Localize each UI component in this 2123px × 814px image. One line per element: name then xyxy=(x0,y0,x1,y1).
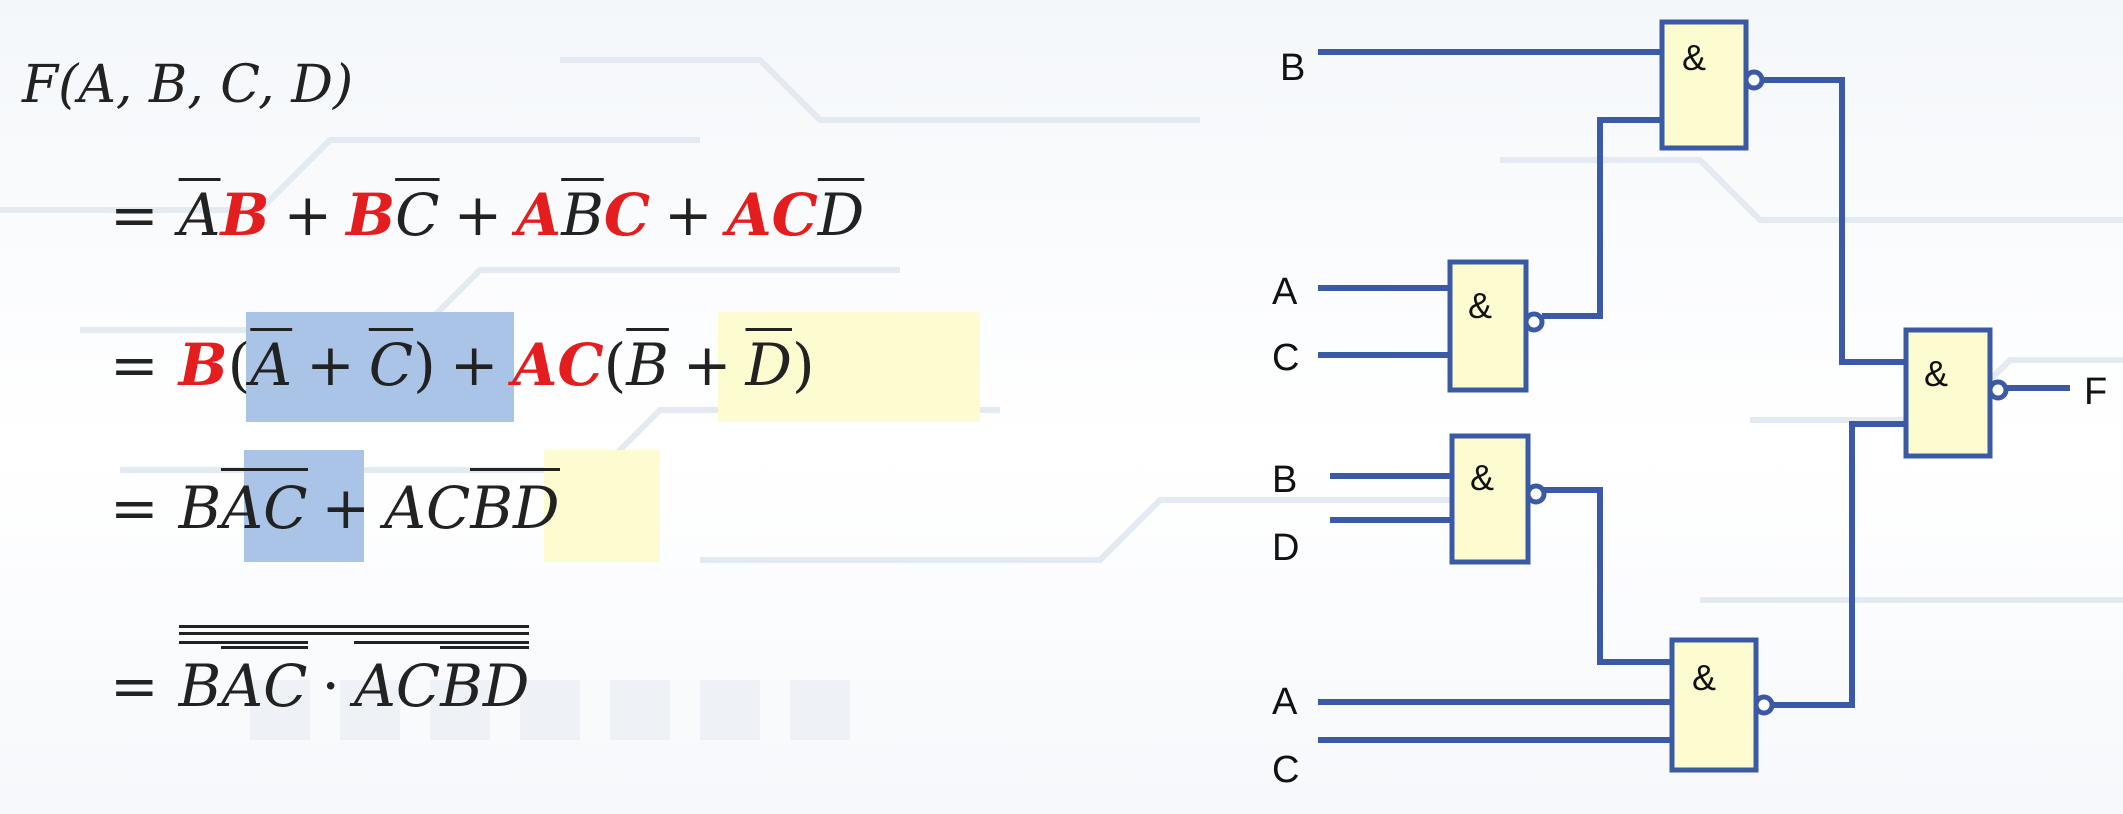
var-a-red: A xyxy=(726,181,772,249)
var-a-bar: A xyxy=(250,331,293,399)
var-c-bar: C xyxy=(368,331,414,399)
bg-trace xyxy=(700,497,1500,563)
var-b-red: B xyxy=(178,331,228,399)
nand-bd-group: BD xyxy=(470,468,560,543)
input-label-b: B xyxy=(1272,459,1297,501)
var-c: C xyxy=(426,474,471,542)
var-b-red: B xyxy=(346,181,396,249)
var-c-red: C xyxy=(771,181,818,249)
plus-sign: + xyxy=(449,331,499,399)
input-label-c: C xyxy=(1272,337,1299,379)
wire-gate3-to-gate4 xyxy=(1542,487,1672,665)
input-label-c: C xyxy=(1272,749,1299,791)
bg-pad xyxy=(250,680,310,740)
var-b-bar: B xyxy=(626,331,669,399)
var-a-red: A xyxy=(516,181,562,249)
var-b: B xyxy=(178,474,222,542)
nand-gate-2: & xyxy=(1447,259,1545,393)
plus-sign: + xyxy=(321,474,371,542)
bg-pad xyxy=(610,680,670,740)
var-d: D xyxy=(513,474,560,542)
nand-gate-5: & xyxy=(1903,327,2009,459)
paren-close: ) xyxy=(792,331,815,399)
gate-symbol: & xyxy=(1470,457,1494,498)
equals-sign: = xyxy=(110,181,159,249)
formula-header-text: F(A, B, C, D) xyxy=(22,55,354,115)
var-a-red: A xyxy=(512,331,558,399)
var-d: D xyxy=(482,652,530,720)
formula-header: F(A, B, C, D) xyxy=(22,50,353,120)
formula-line-2: =B(A+C)+AC(B+D) xyxy=(110,330,815,400)
var-a: A xyxy=(353,652,396,720)
var-a: A xyxy=(221,652,264,720)
highlight-blue-1 xyxy=(246,312,514,422)
boolean-derivation: F(A, B, C, D) =AB+BC+ABC+ACD =B(A+C)+AC(… xyxy=(22,50,980,721)
wire-gate1-to-gate5 xyxy=(1762,77,1906,365)
var-b: B xyxy=(470,474,514,542)
var-b-bar: B xyxy=(561,181,604,249)
var-a-bar: A xyxy=(178,181,221,249)
bg-trace xyxy=(0,137,700,213)
double-negation-group: BAC·ACBD xyxy=(178,625,530,721)
equals-sign: = xyxy=(110,474,159,542)
plus-sign: + xyxy=(453,181,503,249)
nand-gate-3: & xyxy=(1449,433,1547,565)
wire-gate4-to-gate5 xyxy=(1772,421,1906,708)
dot-operator: · xyxy=(321,652,340,720)
var-c: C xyxy=(395,652,441,720)
var-d-bar: D xyxy=(745,331,792,399)
nand-ac-group: AC xyxy=(221,468,308,543)
bg-pad xyxy=(520,680,580,740)
output-label-f: F xyxy=(2084,371,2107,413)
nand-b-ac-group: BAC xyxy=(178,641,308,721)
gate-symbol: & xyxy=(1692,657,1716,698)
wire-gate2-to-gate1 xyxy=(1542,117,1662,319)
formula-line-4: =BAC·ACBD xyxy=(110,625,530,721)
paren-close: ) xyxy=(413,331,436,399)
bg-pad xyxy=(340,680,400,740)
bg-pad xyxy=(700,680,760,740)
var-b: B xyxy=(178,652,222,720)
gate-symbol: & xyxy=(1682,37,1706,78)
plus-sign: + xyxy=(663,181,713,249)
bg-trace xyxy=(560,57,1200,123)
nand-gate-1: & xyxy=(1659,19,1765,151)
formula-line-1: =AB+BC+ABC+ACD xyxy=(110,180,864,250)
var-b: B xyxy=(440,652,483,720)
nand-ac-bd-group: ACBD xyxy=(353,641,530,721)
var-c: C xyxy=(263,474,308,542)
nand-gate-4: & xyxy=(1669,637,1775,773)
paren-open: ( xyxy=(603,331,627,399)
plus-sign: + xyxy=(682,331,732,399)
input-label-a: A xyxy=(1272,271,1298,313)
var-b-red: B xyxy=(220,181,270,249)
equals-sign: = xyxy=(110,652,159,720)
bg-pad xyxy=(790,680,850,740)
highlight-yellow-1 xyxy=(718,312,980,422)
var-c-bar: C xyxy=(395,181,440,249)
plus-sign: + xyxy=(306,331,355,399)
var-c-red: C xyxy=(557,331,604,399)
input-label-b: B xyxy=(1280,47,1305,89)
bg-pad xyxy=(430,680,490,740)
var-c-red: C xyxy=(603,181,650,249)
highlight-yellow-2 xyxy=(544,450,660,562)
input-label-d: D xyxy=(1272,527,1299,569)
var-c: C xyxy=(263,652,308,720)
gate-symbol: & xyxy=(1468,285,1492,326)
gate-symbol: & xyxy=(1924,353,1948,394)
input-label-a: A xyxy=(1272,681,1298,723)
plus-sign: + xyxy=(283,181,333,249)
var-d-bar: D xyxy=(817,181,865,249)
nand-bd-group: BD xyxy=(440,646,530,721)
equals-sign: = xyxy=(110,331,159,399)
var-a: A xyxy=(384,474,427,542)
nand-ac-group: AC xyxy=(221,646,308,721)
formula-line-3: =BAC+ACBD xyxy=(110,468,560,543)
var-a: A xyxy=(221,474,264,542)
paren-open: ( xyxy=(227,331,251,399)
